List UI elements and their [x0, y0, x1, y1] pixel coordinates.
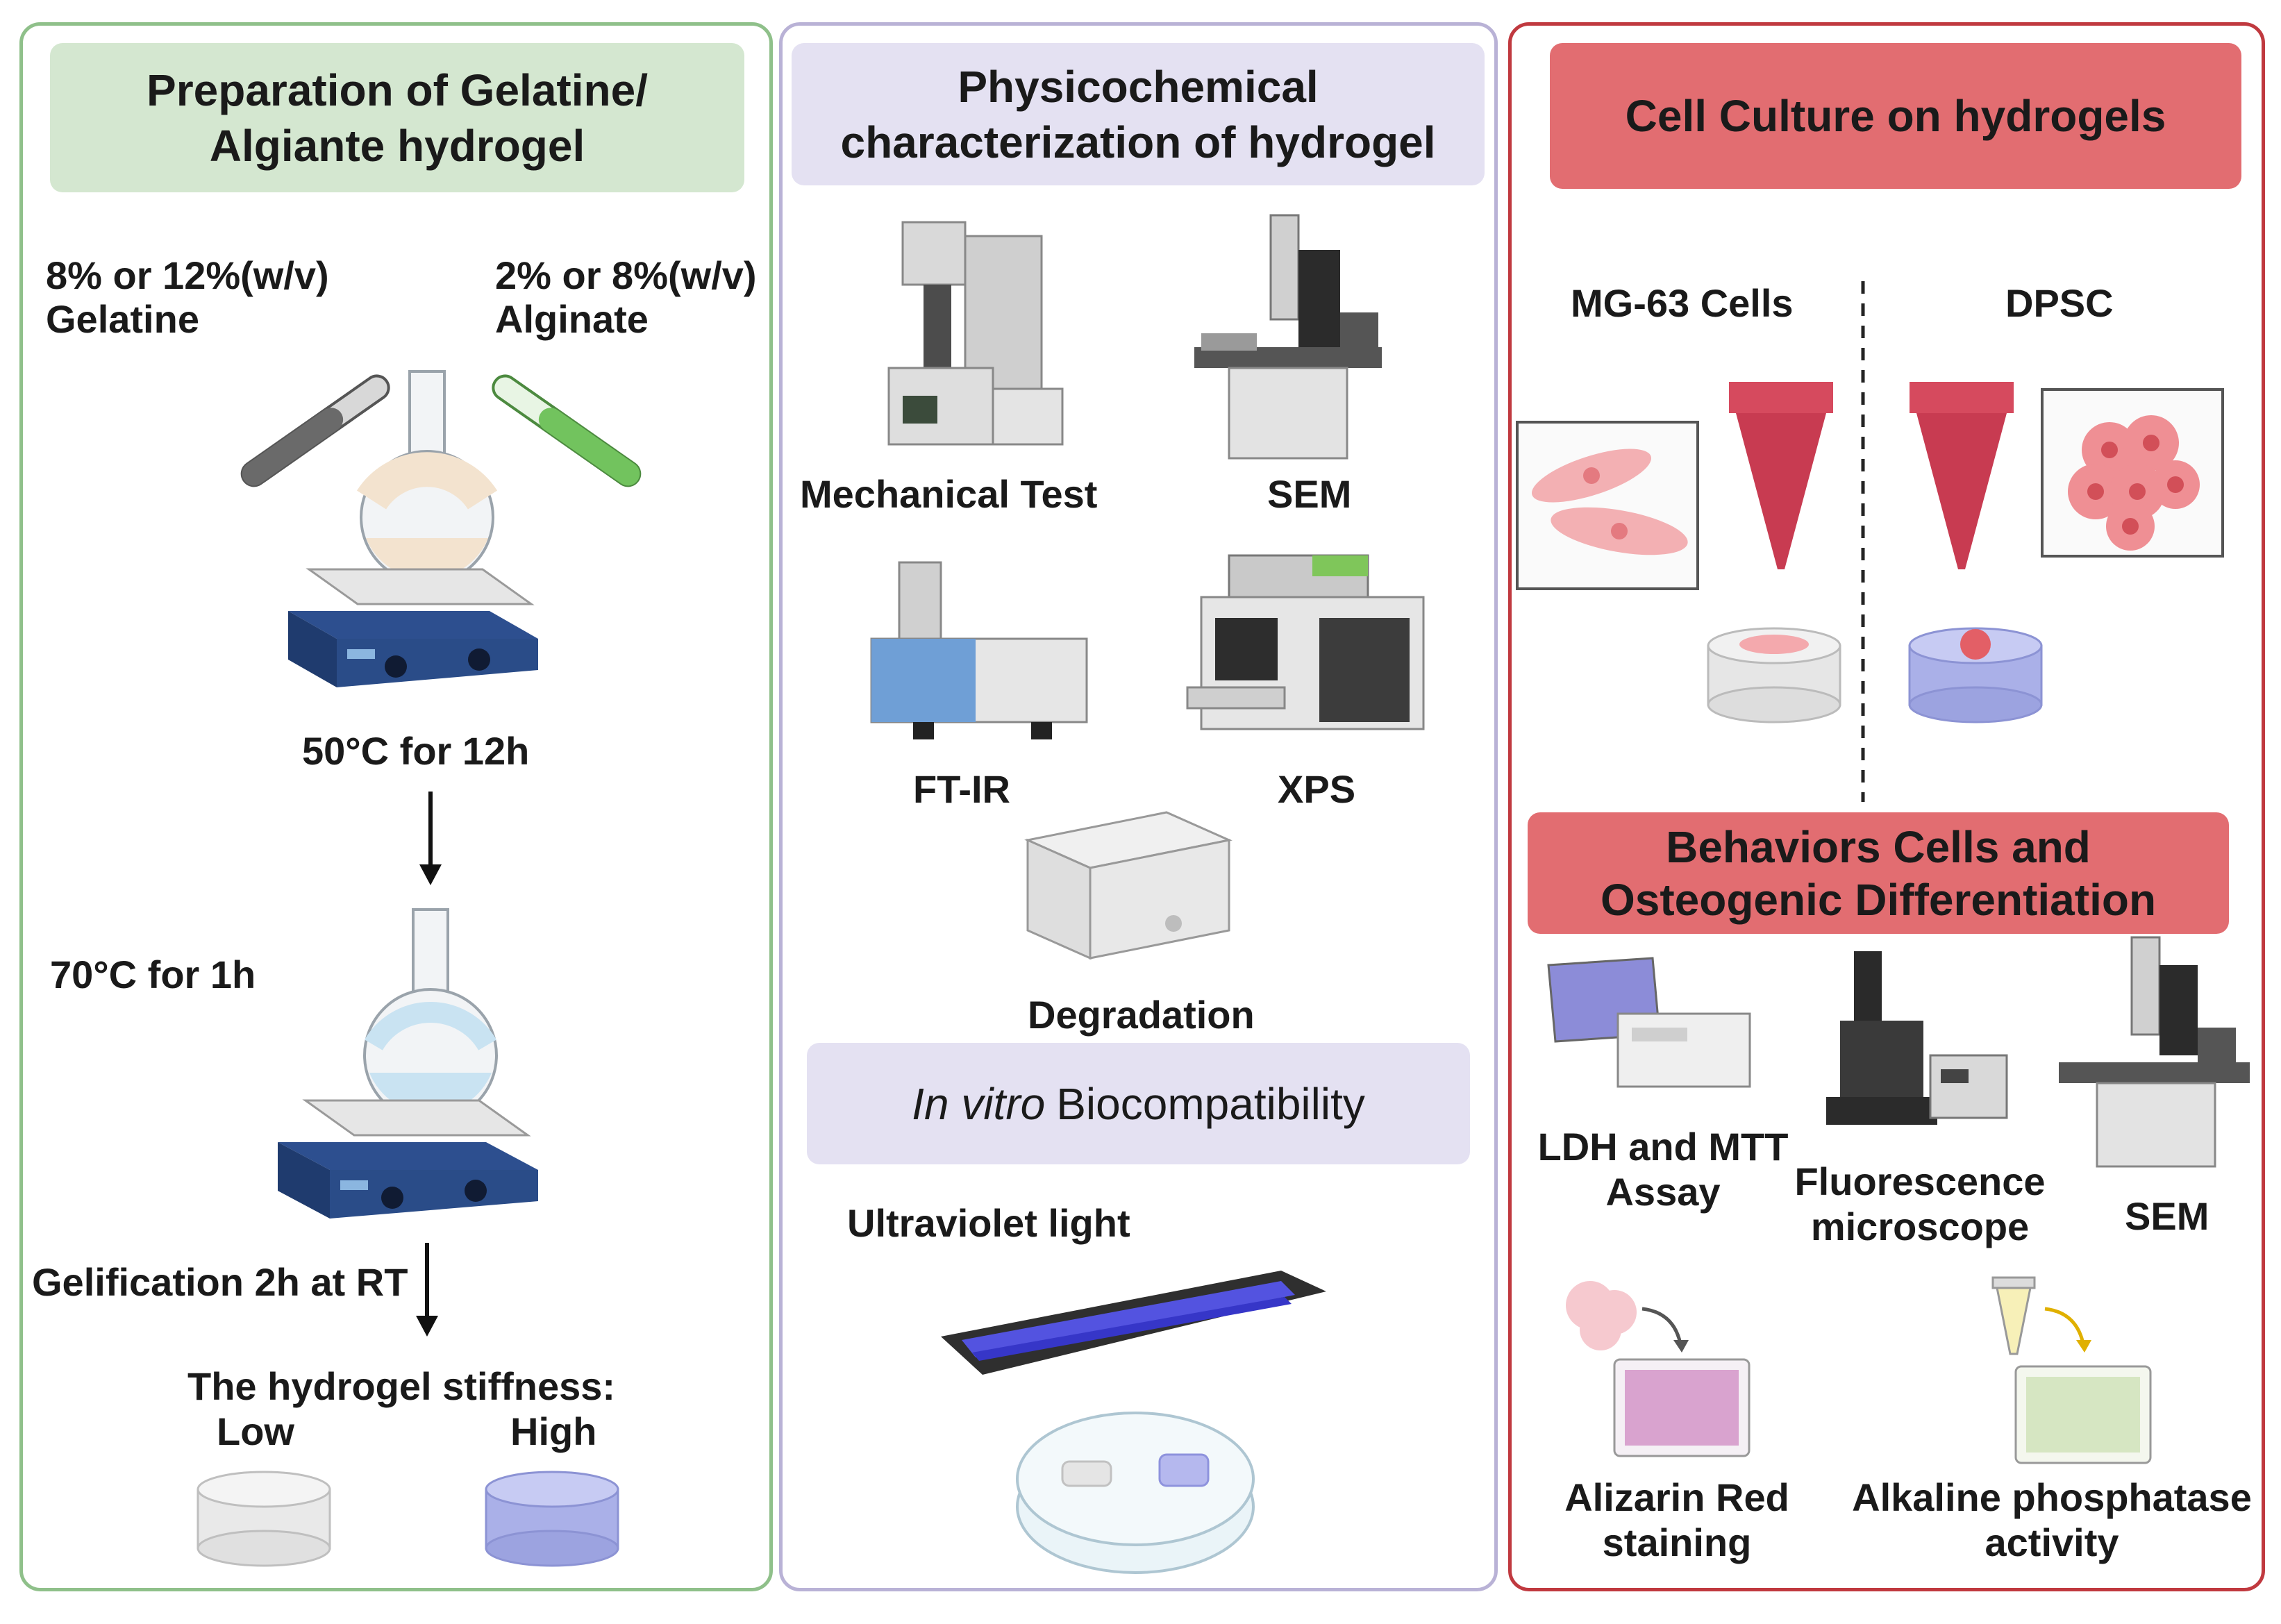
alginate-label: Alginate	[495, 297, 649, 341]
sem-label-2: SEM	[2125, 1194, 2209, 1238]
arrow-down-2-icon	[416, 1243, 438, 1337]
gelatine-concentration: 8% or 12%(w/v)	[46, 253, 329, 297]
step-70c: 70°C for 1h	[50, 953, 256, 996]
preparation-title-line2: Algiante hydrogel	[209, 120, 585, 171]
mg63-pipette-tip-icon	[1729, 382, 1833, 569]
dpsc-pipette-tip-icon	[1910, 382, 2014, 569]
degradation-instrument-icon	[1024, 811, 1233, 960]
hot-plate-stirrer-2-icon	[278, 1099, 538, 1219]
dpsc-label: DPSC	[2005, 281, 2114, 325]
alizarin-cell-cluster-icon	[1566, 1281, 1637, 1350]
alizarin-label-line2: staining	[1602, 1521, 1752, 1564]
fluorescence-microscope-icon	[1826, 951, 2008, 1125]
sem-microscope-icon	[1194, 214, 1382, 460]
biocompatibility-header: In vitro Biocompatibility	[807, 1043, 1470, 1164]
stiffness-title: The hydrogel stiffness:	[187, 1364, 616, 1408]
uv-lamp-icon	[941, 1271, 1326, 1375]
step-gelification: Gelification 2h at RT	[32, 1260, 408, 1304]
hot-plate-stirrer-icon	[288, 568, 538, 687]
alginate-test-tube-icon	[492, 374, 642, 487]
physicochemical-title-line1: Physicochemical	[958, 61, 1319, 112]
round-flask-icon	[356, 370, 498, 585]
ldh-label-line1: LDH and MTT	[1537, 1125, 1789, 1169]
ftir-label: FT-IR	[913, 767, 1010, 811]
arrow-down-icon	[419, 792, 442, 885]
round-flask-blue-icon	[363, 908, 498, 1123]
behaviors-header: Behaviors Cells and Osteogenic Different…	[1528, 812, 2229, 934]
cell-culture-header: Cell Culture on hydrogels	[1550, 43, 2241, 189]
curved-arrow-icon	[1641, 1307, 1689, 1353]
low-stiffness-hydrogel-icon	[197, 1471, 331, 1567]
mechanical-tester-icon	[887, 221, 1064, 446]
biocompatibility-title: Biocompatibility	[1056, 1078, 1365, 1129]
stiffness-high: High	[510, 1409, 597, 1453]
physicochemical-header: Physicochemical characterization of hydr…	[792, 43, 1485, 185]
alp-tube-icon	[1991, 1276, 2036, 1355]
behaviors-title-line1: Behaviors Cells and	[1666, 821, 2091, 872]
xps-label: XPS	[1278, 767, 1356, 811]
degradation-label: Degradation	[1028, 993, 1255, 1037]
fluorescence-label-line2: microscope	[1810, 1205, 2030, 1248]
step-50c: 50°C for 12h	[302, 729, 530, 773]
mg63-label: MG-63 Cells	[1571, 281, 1794, 325]
alp-well-plate-icon	[2014, 1365, 2152, 1464]
cell-culture-title: Cell Culture on hydrogels	[1625, 91, 2166, 141]
biocompatibility-italic: In vitro	[912, 1078, 1046, 1129]
ftir-spectrometer-icon	[870, 561, 1088, 739]
alp-label-line1: Alkaline phosphatase	[1852, 1475, 2252, 1519]
physicochemical-panel	[779, 22, 1498, 1591]
preparation-panel	[19, 22, 773, 1591]
dpsc-cells-inset-icon	[2041, 388, 2224, 558]
alizarin-well-plate-icon	[1613, 1358, 1751, 1457]
mg63-hydrogel-icon	[1707, 627, 1841, 723]
cell-culture-panel	[1508, 22, 2265, 1591]
dashed-divider	[1861, 281, 1865, 802]
alginate-concentration: 2% or 8%(w/v)	[495, 253, 757, 297]
alizarin-label-line1: Alizarin Red	[1564, 1475, 1789, 1519]
gelatine-label: Gelatine	[46, 297, 199, 341]
behaviors-title-line2: Osteogenic Differentiation	[1600, 874, 2157, 925]
fluorescence-label-line1: Fluorescence	[1794, 1160, 2046, 1203]
sem-microscope-2-icon	[2059, 936, 2250, 1168]
xps-instrument-icon	[1186, 554, 1425, 730]
mechanical-test-label: Mechanical Test	[800, 472, 1098, 516]
sem-label: SEM	[1267, 472, 1352, 516]
uv-light-label: Ultraviolet light	[847, 1201, 1130, 1245]
ldh-label-line2: Assay	[1605, 1170, 1721, 1214]
gelatine-test-tube-icon	[240, 374, 390, 487]
curved-arrow-2-icon	[2044, 1307, 2091, 1353]
petri-dish-icon	[1016, 1412, 1255, 1574]
mg63-cells-inset-icon	[1516, 421, 1699, 590]
alp-label-line2: activity	[1985, 1521, 2119, 1564]
plate-reader-icon	[1547, 957, 1751, 1088]
physicochemical-title-line2: characterization of hydrogel	[840, 117, 1436, 167]
high-stiffness-hydrogel-icon	[485, 1471, 619, 1567]
preparation-header: Preparation of Gelatine/ Algiante hydrog…	[50, 43, 744, 192]
preparation-title-line1: Preparation of Gelatine/	[147, 65, 648, 115]
stiffness-low: Low	[217, 1409, 294, 1453]
dpsc-hydrogel-icon	[1908, 627, 2043, 723]
